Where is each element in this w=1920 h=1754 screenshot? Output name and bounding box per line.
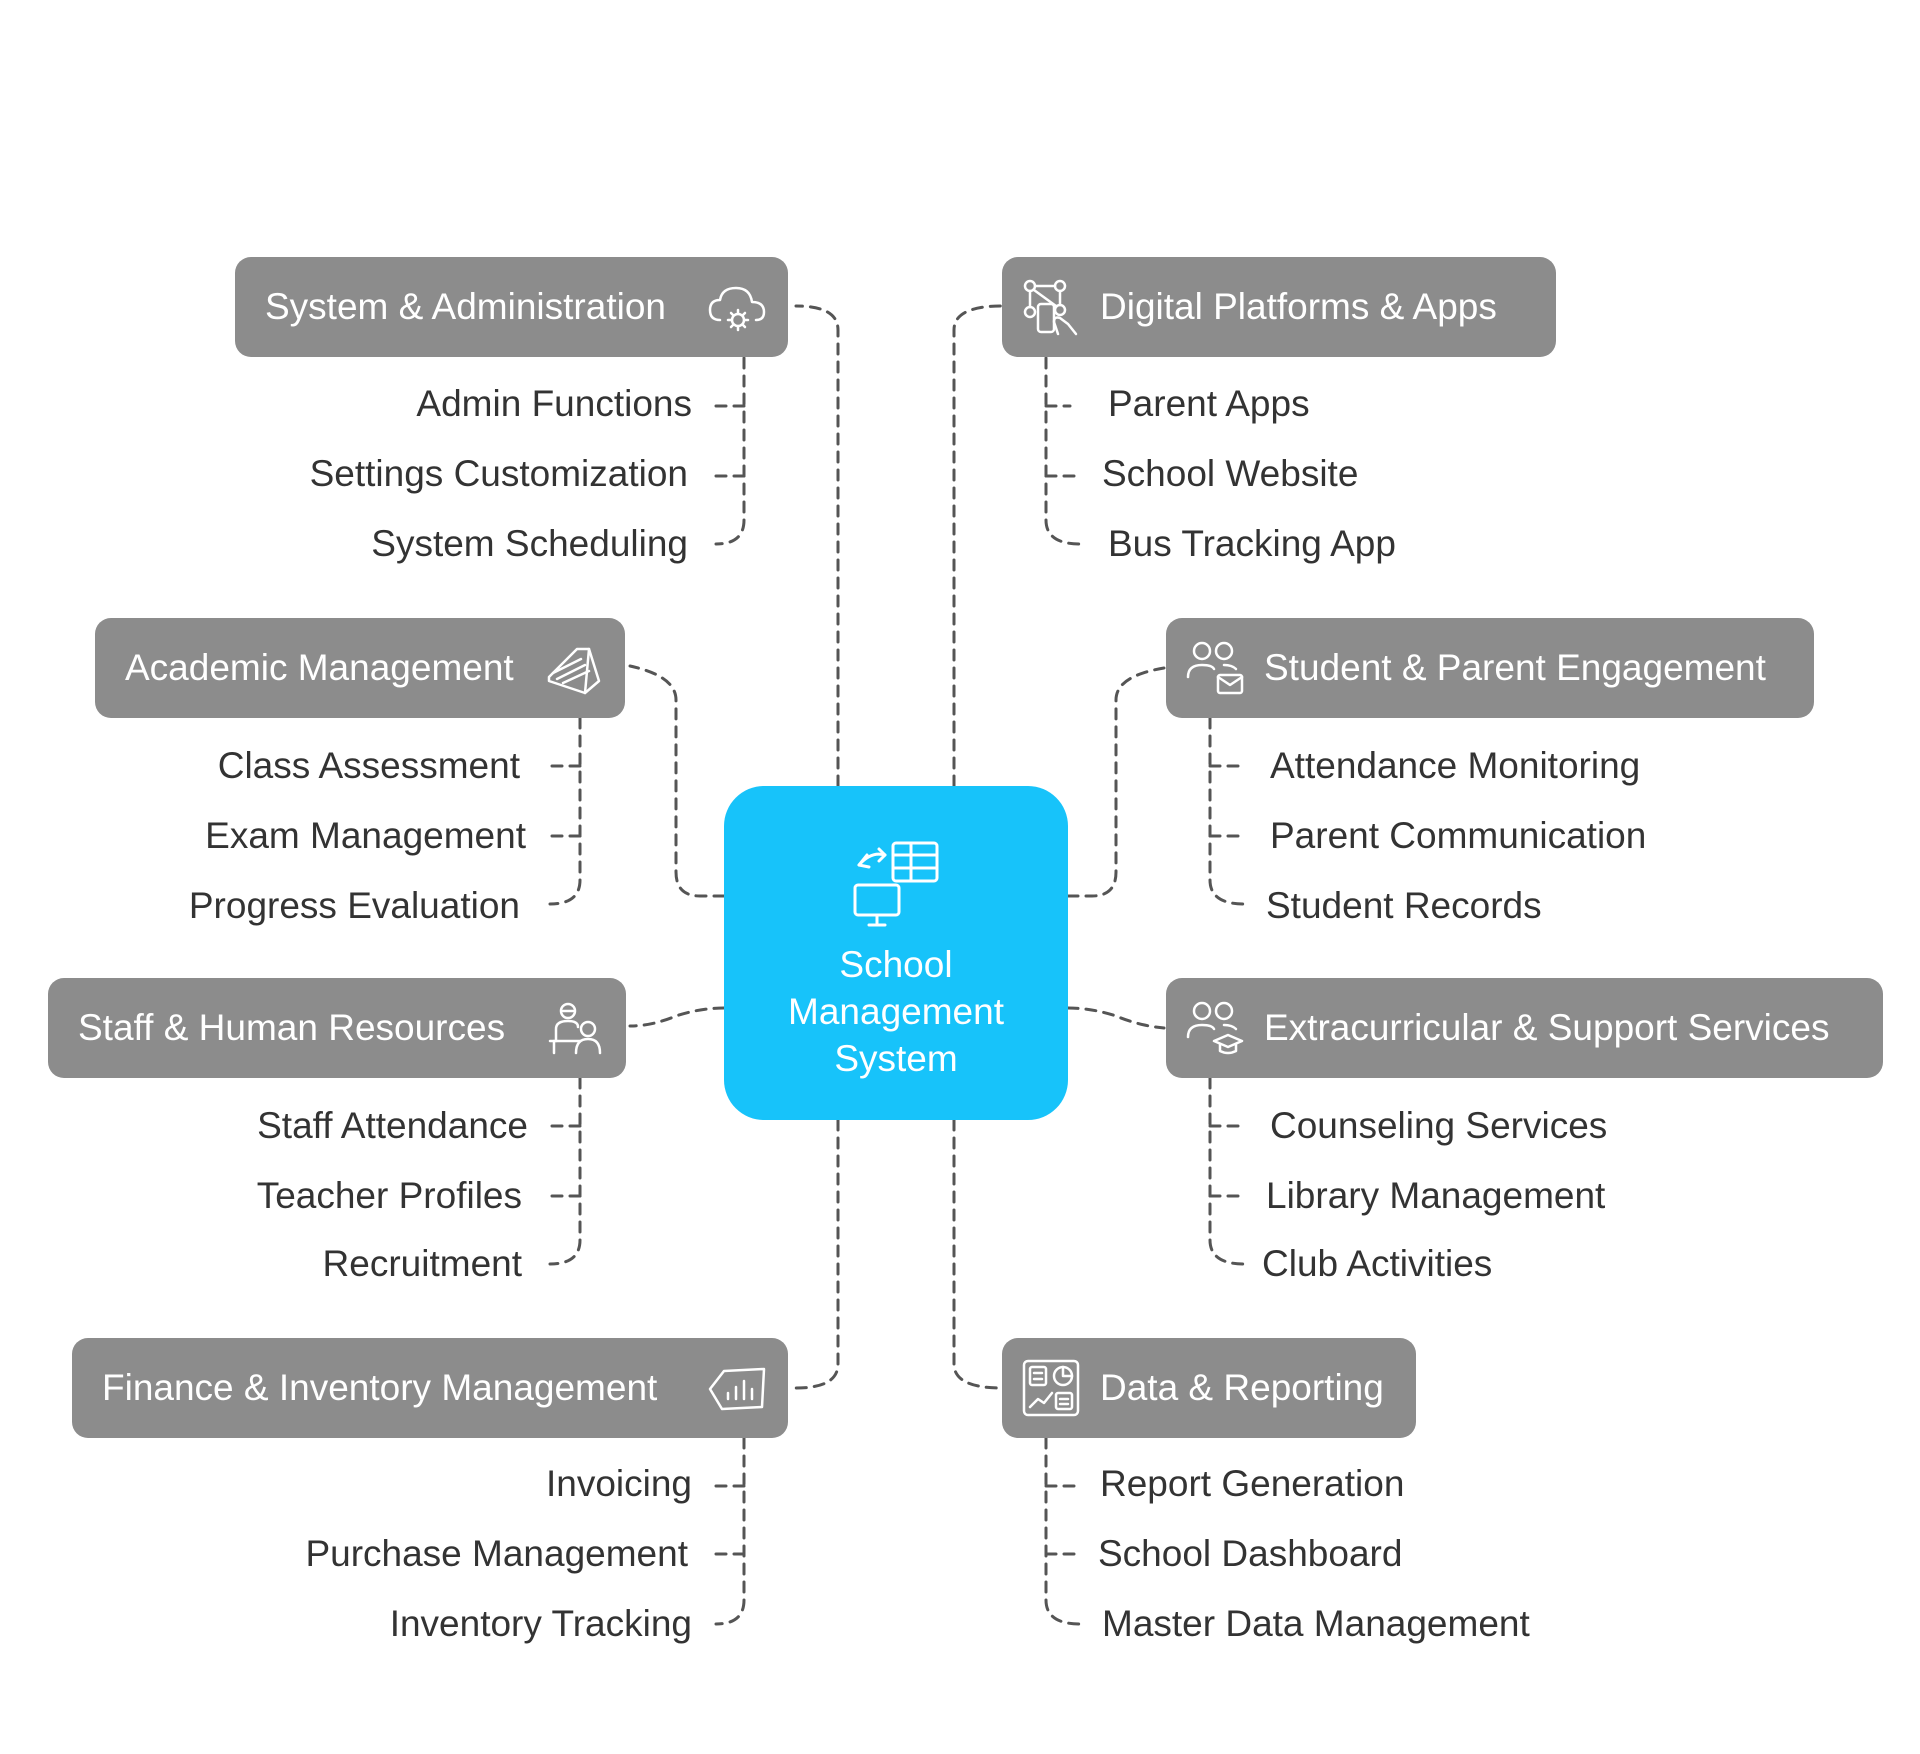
- leaf-item[interactable]: Master Data Management: [1102, 1603, 1530, 1644]
- leaf-item[interactable]: Club Activities: [1262, 1243, 1493, 1284]
- branch-title: Finance & Inventory Management: [102, 1367, 658, 1408]
- staff-meeting-icon: [544, 997, 606, 1059]
- branch-academic-management[interactable]: Academic Management: [95, 618, 625, 718]
- central-topic-node[interactable]: School Management System: [724, 786, 1068, 1120]
- connector-extracurricular-support: [1066, 1006, 1166, 1030]
- branch-title: Digital Platforms & Apps: [1100, 286, 1497, 327]
- data-exchange-icon: [841, 825, 951, 935]
- branch-title: Extracurricular & Support Services: [1264, 1007, 1830, 1048]
- branch-title: Staff & Human Resources: [78, 1007, 506, 1048]
- network-hand-icon: [1020, 276, 1082, 338]
- leaf-item[interactable]: Student Records: [1266, 885, 1542, 926]
- branch-title: Data & Reporting: [1100, 1367, 1384, 1408]
- leaf-item[interactable]: Class Assessment: [217, 745, 520, 786]
- branch-title: Academic Management: [125, 647, 514, 688]
- leaf-item[interactable]: School Website: [1102, 453, 1359, 494]
- connector-staff-human-resources: [628, 1006, 726, 1028]
- branch-title: System & Administration: [265, 286, 666, 327]
- leaf-item[interactable]: Settings Customization: [309, 453, 688, 494]
- leaf-item[interactable]: Admin Functions: [416, 383, 692, 424]
- connector-data-reporting: [952, 1118, 1004, 1390]
- leaf-item[interactable]: Parent Apps: [1108, 383, 1310, 424]
- books-icon: [543, 637, 605, 699]
- leaf-item[interactable]: Exam Management: [205, 815, 526, 856]
- chart-box-icon: [706, 1357, 768, 1419]
- connector-finance-inventory: [794, 1118, 840, 1390]
- leaf-item[interactable]: Staff Attendance: [257, 1105, 528, 1146]
- leaf-item[interactable]: School Dashboard: [1098, 1533, 1403, 1574]
- branch-finance-inventory[interactable]: Finance & Inventory Management: [72, 1338, 788, 1438]
- leaf-item[interactable]: Parent Communication: [1270, 815, 1647, 856]
- connector-academic-management: [628, 664, 726, 898]
- leaf-item[interactable]: Attendance Monitoring: [1270, 745, 1641, 786]
- cloud-gear-icon: [706, 276, 768, 338]
- branch-digital-platforms[interactable]: Digital Platforms & Apps: [1002, 257, 1556, 357]
- leaf-item[interactable]: Invoicing: [545, 1463, 692, 1504]
- leaf-item[interactable]: Recruitment: [322, 1243, 522, 1284]
- users-graduation-icon: [1184, 997, 1246, 1059]
- leaf-item[interactable]: Counseling Services: [1270, 1105, 1608, 1146]
- branch-system-administration[interactable]: System & Administration: [235, 257, 788, 357]
- dashboard-icon: [1020, 1357, 1082, 1419]
- central-topic-title: School Management System: [788, 943, 1004, 1079]
- users-mail-icon: [1184, 637, 1246, 699]
- leaf-item[interactable]: Purchase Management: [305, 1533, 688, 1574]
- branch-extracurricular-support[interactable]: Extracurricular & Support Services: [1166, 978, 1883, 1078]
- branch-data-reporting[interactable]: Data & Reporting: [1002, 1338, 1416, 1438]
- branch-title: Student & Parent Engagement: [1264, 647, 1766, 688]
- leaf-item[interactable]: Teacher Profiles: [256, 1175, 522, 1216]
- connector-digital-platforms: [952, 304, 1004, 788]
- leaf-item[interactable]: System Scheduling: [371, 523, 688, 564]
- branch-staff-human-resources[interactable]: Staff & Human Resources: [48, 978, 626, 1078]
- leaf-item[interactable]: Library Management: [1266, 1175, 1606, 1216]
- leaf-item[interactable]: Report Generation: [1100, 1463, 1405, 1504]
- leaf-item[interactable]: Inventory Tracking: [389, 1603, 692, 1644]
- leaf-item[interactable]: Progress Evaluation: [188, 885, 520, 926]
- branch-student-parent-engagement[interactable]: Student & Parent Engagement: [1166, 618, 1814, 718]
- leaf-item[interactable]: Bus Tracking App: [1108, 523, 1396, 564]
- connector-student-parent-engagement: [1066, 666, 1166, 898]
- connector-system-administration: [794, 304, 840, 788]
